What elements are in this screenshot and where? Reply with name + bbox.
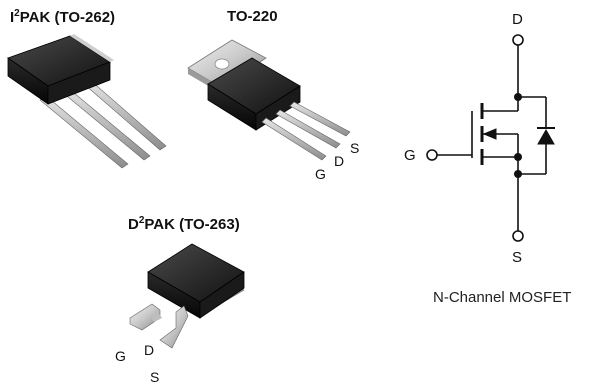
to220-pin-d-label: D xyxy=(334,153,345,169)
to220-package-illustration xyxy=(187,39,351,161)
source-terminal xyxy=(512,230,524,242)
to220-pin-s-label: S xyxy=(350,140,360,156)
schematic-source-label: S xyxy=(512,249,523,266)
d2pak-pin-d-label: D xyxy=(144,342,155,358)
drain-terminal xyxy=(512,34,524,46)
i2pak-title-superscript: 2 xyxy=(14,8,20,19)
gate-terminal xyxy=(426,149,438,161)
mosfet-schematic xyxy=(426,34,555,242)
schematic-caption: N-Channel MOSFET xyxy=(433,289,572,306)
to220-pin-g-label: G xyxy=(315,166,326,182)
d2pak-title-superscript: 2 xyxy=(138,215,145,226)
schematic-gate-label: G xyxy=(404,147,416,164)
schematic-drain-label: D xyxy=(512,11,523,28)
i2pak-title: I2PAK (TO-262) xyxy=(10,8,116,26)
d2pak-pin-s-label: S xyxy=(150,369,160,385)
d2pak-title: D2PAK (TO-263) xyxy=(128,215,240,233)
i2pak-package-illustration xyxy=(7,34,167,169)
d2pak-pin-g-label: G xyxy=(115,348,126,364)
d2pak-title-rest: PAK (TO-263) xyxy=(144,216,240,233)
d2pak-package-illustration xyxy=(129,243,245,349)
i2pak-title-rest: PAK (TO-262) xyxy=(19,9,116,26)
i2pak-title-main: I xyxy=(10,9,15,26)
to220-title: TO-220 xyxy=(227,8,278,25)
d2pak-title-main: D xyxy=(128,216,139,233)
